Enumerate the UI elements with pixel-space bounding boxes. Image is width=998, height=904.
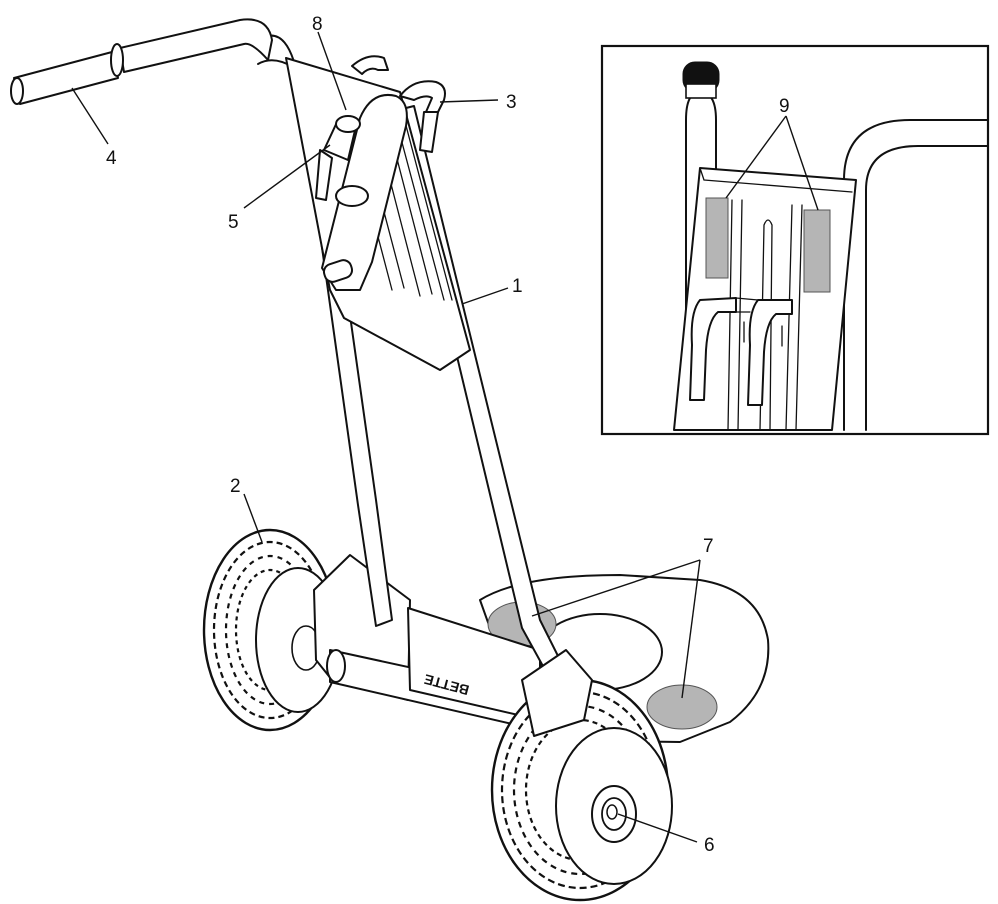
decal-right: [803, 209, 831, 293]
hooks: [351, 55, 446, 153]
detail-inset: [600, 44, 990, 436]
callout-5: 5: [228, 212, 239, 233]
rear-handle: [10, 18, 273, 105]
locking-knob: [315, 115, 361, 201]
callout-2: 2: [230, 476, 241, 497]
callout-3: 3: [506, 92, 517, 113]
trolley: BETTE: [10, 18, 770, 902]
left-wheel: [202, 528, 341, 732]
base-decal-right: [646, 684, 718, 730]
callouts: 8 3 4 5 1 2 7 6 9: [106, 14, 790, 856]
callout-6: 6: [704, 835, 715, 856]
leader-lines: [71, 31, 819, 843]
decal-left: [705, 197, 729, 279]
callout-7: 7: [703, 536, 714, 557]
callout-4: 4: [106, 148, 117, 169]
callout-8: 8: [312, 14, 323, 35]
callout-9: 9: [779, 96, 790, 117]
callout-1: 1: [512, 276, 523, 297]
